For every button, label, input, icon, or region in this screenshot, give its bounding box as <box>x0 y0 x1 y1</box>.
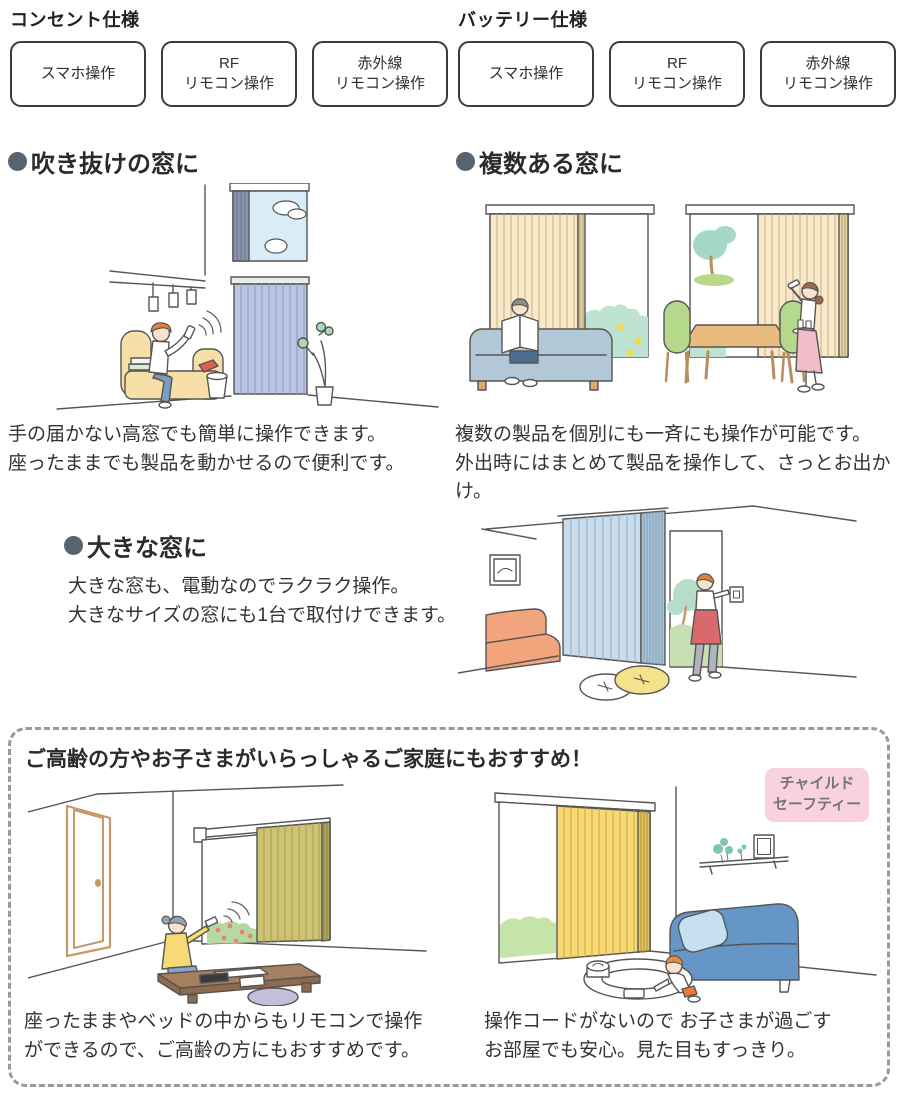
caption-multiple: 複数の製品を個別にも一斉にも操作が可能です。 外出時にはまとめて製品を操作して、… <box>455 421 900 507</box>
tag-infrared-remote-operation: 赤外線 リモコン操作 <box>312 41 448 107</box>
senior-remote-illustration-svg <box>28 784 427 1006</box>
caption-line: ができるので、ご高齢の方にもおすすめです。 <box>24 1039 420 1061</box>
tag-label: リモコン操作 <box>334 75 425 92</box>
child-safety-illustration <box>478 783 882 1003</box>
tag-label: RF <box>219 54 239 72</box>
caption-line: 手の届かない高窓でも簡単に操作できます。 <box>8 424 387 445</box>
section-heading-text: 吹き抜けの窓に <box>31 151 199 178</box>
child-safety-illustration-svg <box>494 786 877 1003</box>
tag-label: リモコン操作 <box>631 75 722 92</box>
recommend-heading: ご高齢の方やお子さまがいらっしゃるご家庭にもおすすめ！ <box>25 748 592 771</box>
tag-label: リモコン操作 <box>782 75 873 92</box>
section-heading-large-window: 大きな窓に <box>64 528 207 563</box>
tag-label: リモコン操作 <box>183 75 274 92</box>
section-heading-text: 大きな窓に <box>87 535 207 562</box>
large-window-illustration <box>458 503 898 718</box>
tag-label: スマホ操作 <box>40 64 116 82</box>
tag-rf-remote-operation: RF リモコン操作 <box>161 41 297 107</box>
section-heading-multiple-windows: 複数ある窓に <box>456 144 623 179</box>
bullet-icon <box>456 152 475 171</box>
caption-line: 外出時にはまとめて製品を操作して、さっとお出かけ。 <box>455 452 891 503</box>
multiple-windows-illustration-svg <box>469 204 855 393</box>
section-heading-atrium-window: 吹き抜けの窓に <box>8 144 199 179</box>
child-safety-badge: チャイルド セーフティー <box>765 768 869 822</box>
caption-line: 複数の製品を個別にも一斉にも操作が可能です。 <box>455 424 872 445</box>
tag-label: 赤外線 <box>805 54 851 72</box>
bullet-icon <box>64 536 83 555</box>
senior-remote-illustration <box>28 778 460 1006</box>
section-heading-text: 複数ある窓に <box>479 151 623 178</box>
tag-smartphone-operation: スマホ操作 <box>10 41 146 107</box>
badge-line: セーフティー <box>772 796 862 813</box>
caption-line: 座ったままやベッドの中からもリモコンで操作 <box>24 1011 423 1032</box>
caption-senior: 座ったままやベッドの中からもリモコンで操作 ができるので、ご高齢の方にもおすすめ… <box>24 1008 422 1065</box>
large-window-illustration-svg <box>458 505 857 701</box>
tag-smartphone-operation: スマホ操作 <box>458 41 594 107</box>
tag-label: RF <box>667 54 687 72</box>
caption-line: 座ったままでも製品を動かせるので便利です。 <box>8 452 405 474</box>
caption-line: 大きな窓も、電動なのでラクラク操作。 <box>68 576 410 597</box>
recommend-box <box>8 727 890 1087</box>
tag-rf-remote-operation: RF リモコン操作 <box>609 41 745 107</box>
tag-infrared-remote-operation: 赤外線 リモコン操作 <box>760 41 896 107</box>
spec-group-outlet: コンセント仕様 スマホ操作 RF リモコン操作 赤外線 リモコン操作 <box>10 6 448 107</box>
multiple-windows-illustration <box>458 183 898 415</box>
spec-buttons-battery: スマホ操作 RF リモコン操作 赤外線 リモコン操作 <box>458 41 896 107</box>
caption-line: 操作コードがないので お子さまが過ごす <box>484 1011 832 1032</box>
badge-line: チャイルド <box>779 775 855 792</box>
spec-buttons-outlet: スマホ操作 RF リモコン操作 赤外線 リモコン操作 <box>10 41 448 107</box>
spec-group-battery: バッテリー仕様 スマホ操作 RF リモコン操作 赤外線 リモコン操作 <box>458 6 896 107</box>
atrium-room-illustration <box>55 183 440 415</box>
caption-atrium: 手の届かない高窓でも簡単に操作できます。 座ったままでも製品を動かせるので便利で… <box>8 421 405 478</box>
tag-label: スマホ操作 <box>488 64 564 82</box>
caption-line: 大きなサイズの窓にも1台で取付けできます。 <box>68 604 457 626</box>
atrium-room-illustration-svg <box>56 183 439 410</box>
tag-label: 赤外線 <box>357 54 403 72</box>
caption-line: お部屋でも安心。見た目もすっきり。 <box>484 1039 806 1061</box>
spec-title-outlet: コンセント仕様 <box>10 10 140 30</box>
caption-child: 操作コードがないので お子さまが過ごす お部屋でも安心。見た目もすっきり。 <box>484 1008 831 1065</box>
spec-title-battery: バッテリー仕様 <box>458 10 588 30</box>
bullet-icon <box>8 152 27 171</box>
caption-large: 大きな窓も、電動なのでラクラク操作。 大きなサイズの窓にも1台で取付けできます。 <box>68 573 456 630</box>
